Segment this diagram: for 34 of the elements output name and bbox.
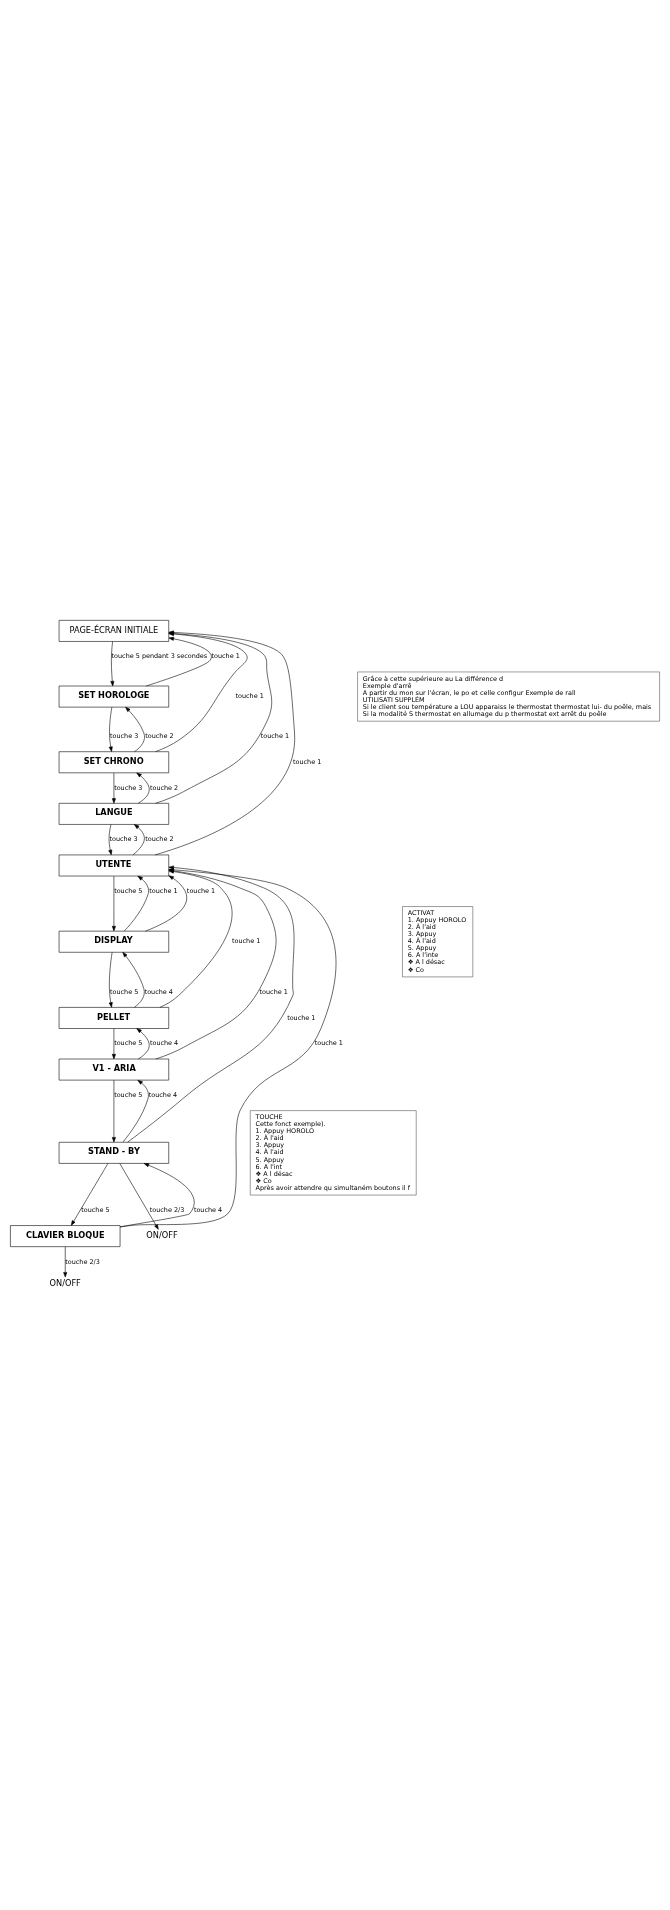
arrow (108, 823, 113, 855)
node-box: UTENTE (58, 854, 170, 876)
arrow (108, 951, 113, 1008)
arrow (122, 1079, 149, 1142)
arrow (136, 1027, 150, 1059)
node-box: STAND - BY (58, 1141, 170, 1164)
node-box: SET CHRONO (58, 750, 170, 773)
arrow (111, 1079, 116, 1142)
arrow (63, 1246, 68, 1277)
node-box: SET HOROLOGE (58, 685, 170, 707)
arrow (124, 875, 149, 931)
arrow (111, 772, 116, 804)
node-box: LANGUE (58, 802, 170, 825)
arrow (119, 1162, 159, 1230)
node-box: PELLET (58, 1006, 170, 1029)
arrow (145, 636, 212, 686)
arrow (111, 875, 116, 931)
arrow (108, 706, 113, 752)
arrow (127, 865, 295, 1142)
arrow (70, 1162, 109, 1226)
node-text: ON/OFF (146, 1229, 178, 1240)
node-box: CLAVIER BLOQUE (10, 1224, 121, 1247)
arrow (136, 772, 150, 804)
node-text: ON/OFF (49, 1277, 81, 1288)
arrow (119, 1162, 195, 1227)
arrow (122, 951, 145, 1008)
node-box: V1 - ARIA (58, 1058, 170, 1080)
arrow (132, 823, 145, 855)
arrow (111, 1027, 116, 1059)
arrow (110, 640, 115, 686)
node-box: PAGE-ÉCRAN INITIALE (58, 619, 170, 642)
arrow (125, 706, 145, 752)
node-box: DISPLAY (58, 930, 170, 953)
arrow (145, 874, 188, 931)
